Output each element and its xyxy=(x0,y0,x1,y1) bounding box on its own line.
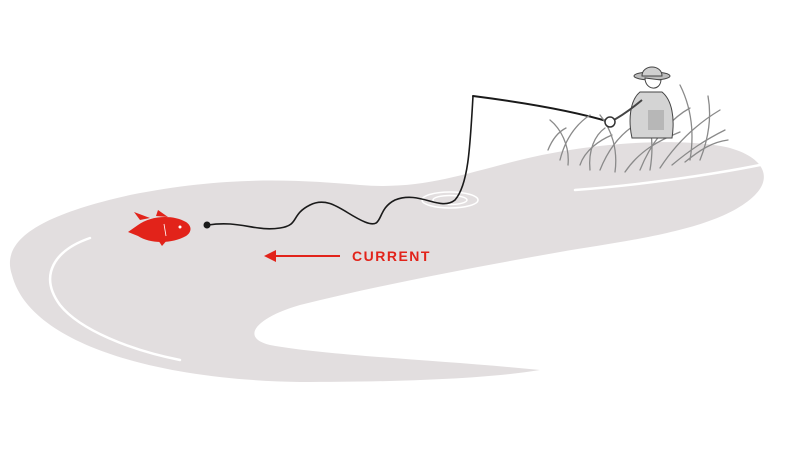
river xyxy=(9,142,764,382)
lure-icon xyxy=(203,221,211,229)
river-highlight-bottom xyxy=(328,343,532,368)
fish-icon xyxy=(128,210,191,246)
angler-icon xyxy=(604,66,674,139)
fishing-rod-icon xyxy=(472,95,611,123)
river-highlight-right xyxy=(573,163,762,192)
fishing-line xyxy=(207,95,474,230)
ripple-icon xyxy=(421,191,479,209)
current-arrow-icon xyxy=(264,250,340,262)
current-label: CURRENT xyxy=(352,248,431,264)
river-highlight-left xyxy=(49,236,182,362)
